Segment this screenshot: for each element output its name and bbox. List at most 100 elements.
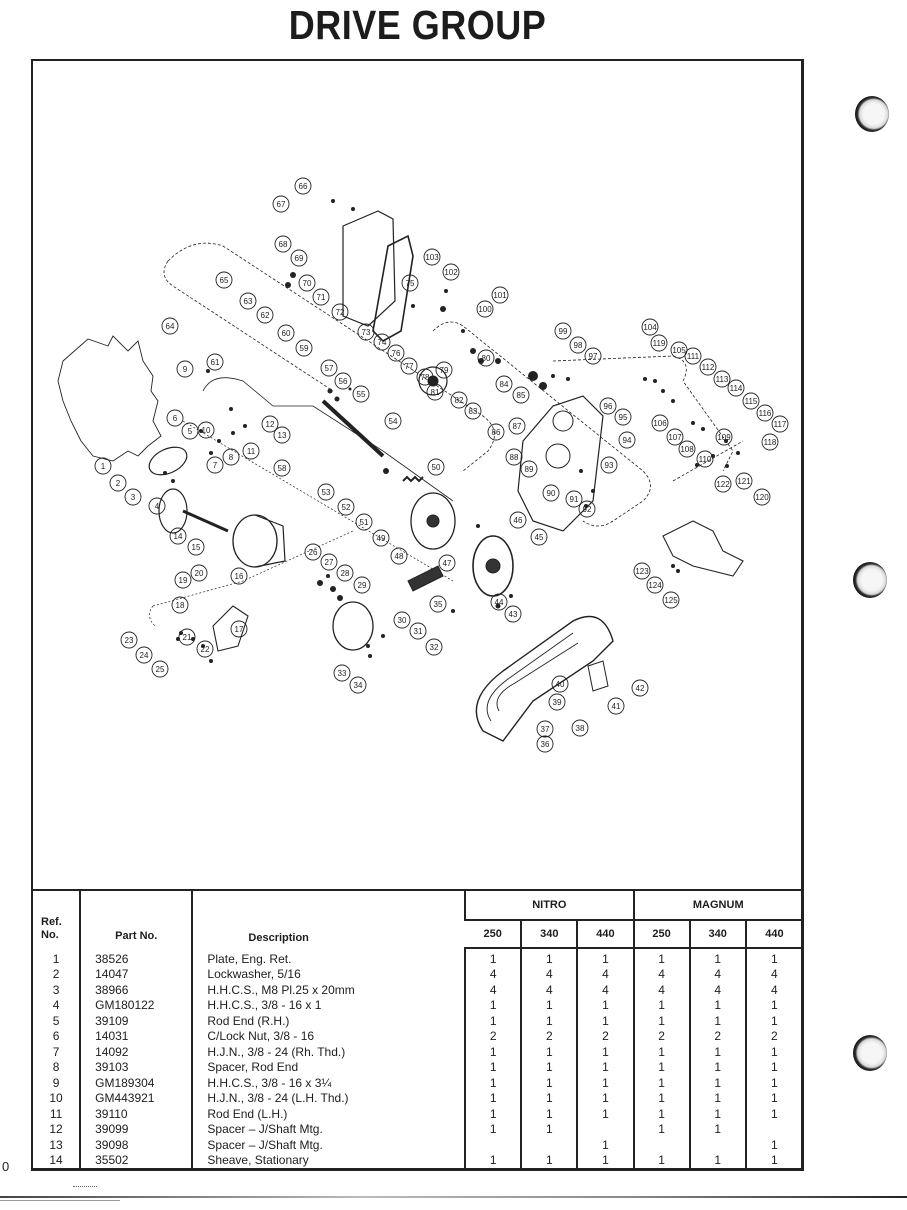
- cell-magnum-250: 1: [632, 1013, 690, 1029]
- cell-magnum-250: 1: [632, 1091, 690, 1107]
- svg-text:103: 103: [425, 253, 439, 262]
- svg-text:22: 22: [201, 645, 210, 654]
- cell-nitro-440: 1: [576, 948, 634, 967]
- svg-text:67: 67: [277, 200, 286, 209]
- header-magnum-440: 440: [744, 920, 802, 949]
- svg-text:40: 40: [556, 680, 565, 689]
- svg-text:100: 100: [478, 305, 492, 314]
- svg-text:30: 30: [398, 616, 407, 625]
- cell-ref-no: 7: [52, 1044, 60, 1059]
- svg-text:61: 61: [211, 358, 220, 367]
- cell-nitro-440: 4: [576, 982, 634, 998]
- cell-magnum-440: 4: [744, 982, 802, 998]
- cell-nitro-340: 1: [520, 998, 578, 1014]
- cell-part-no: GM189304: [79, 1075, 193, 1091]
- page-title: DRIVE GROUP: [288, 2, 547, 48]
- cell-description: H.H.C.S., 3/8 - 16 x 1: [191, 998, 466, 1014]
- cell-magnum-340: 1: [688, 1106, 746, 1122]
- cell-magnum-250: 1: [632, 998, 690, 1014]
- svg-text:42: 42: [636, 684, 645, 693]
- svg-text:105: 105: [672, 346, 686, 355]
- svg-text:97: 97: [589, 352, 598, 361]
- svg-text:120: 120: [755, 493, 769, 502]
- svg-text:53: 53: [322, 488, 331, 497]
- cell-description: Plate, Eng. Ret.: [191, 948, 466, 967]
- cell-part-no: 39110: [79, 1106, 193, 1122]
- cell-nitro-340: 1: [520, 948, 578, 967]
- cell-nitro-440: 1: [576, 1106, 634, 1122]
- cell-magnum-340: 1: [688, 1060, 746, 1076]
- cell-nitro-340: 1: [520, 1044, 578, 1060]
- svg-text:116: 116: [759, 409, 772, 418]
- cell-nitro-440: [576, 1122, 634, 1138]
- svg-text:1: 1: [101, 462, 106, 471]
- svg-text:64: 64: [166, 322, 175, 331]
- cell-magnum-340: 1: [688, 1122, 746, 1138]
- cell-magnum-440: 1: [744, 1013, 802, 1029]
- svg-text:71: 71: [317, 293, 326, 302]
- svg-text:70: 70: [303, 279, 312, 288]
- svg-text:111: 111: [687, 352, 700, 361]
- svg-text:13: 13: [278, 431, 287, 440]
- cell-magnum-440: 1: [744, 1106, 802, 1122]
- svg-text:82: 82: [455, 396, 464, 405]
- cell-magnum-250: 1: [632, 1106, 690, 1122]
- cell-nitro-340: 4: [520, 967, 578, 983]
- callout-bubbles: 1 2 3 4 5 6 7 8 9 10 11 12 13 14 15 16 1…: [94, 177, 789, 753]
- cell-part-no: GM180122: [79, 998, 193, 1014]
- svg-text:21: 21: [183, 633, 192, 642]
- svg-text:15: 15: [192, 543, 201, 552]
- header-nitro-250: 250: [465, 920, 522, 949]
- cell-nitro-340: [520, 1137, 578, 1153]
- cell-ref-no: 8: [52, 1060, 60, 1075]
- svg-text:35: 35: [434, 600, 443, 609]
- svg-text:69: 69: [295, 254, 304, 263]
- svg-text:101: 101: [493, 291, 507, 300]
- svg-text:79: 79: [440, 366, 449, 375]
- svg-text:49: 49: [377, 534, 386, 543]
- cell-magnum-440: [744, 1122, 802, 1138]
- cell-magnum-440: 1: [744, 1153, 802, 1170]
- cell-magnum-340: 1: [688, 998, 746, 1014]
- svg-text:83: 83: [469, 407, 478, 416]
- cell-magnum-250: [632, 1137, 690, 1153]
- svg-text:72: 72: [336, 308, 345, 317]
- cell-description: Spacer – J/Shaft Mtg.: [191, 1137, 466, 1153]
- cell-nitro-340: 1: [520, 1153, 578, 1170]
- cell-part-no: 14092: [79, 1044, 193, 1060]
- cell-nitro-440: 1: [576, 1044, 634, 1060]
- svg-text:96: 96: [604, 402, 613, 411]
- svg-text:66: 66: [299, 182, 308, 191]
- svg-text:10: 10: [202, 426, 211, 435]
- svg-text:2: 2: [116, 479, 121, 488]
- cell-nitro-440: 1: [576, 1075, 634, 1091]
- svg-text:108: 108: [680, 445, 694, 454]
- cell-nitro-340: 1: [520, 1075, 578, 1091]
- margin-page-mark: 0: [2, 1159, 10, 1174]
- cell-part-no: GM443921: [79, 1091, 193, 1107]
- cell-nitro-250: 1: [464, 1122, 522, 1138]
- svg-text:52: 52: [342, 503, 351, 512]
- svg-text:60: 60: [282, 329, 291, 338]
- cell-magnum-250: 4: [632, 967, 690, 983]
- cell-nitro-250: [464, 1137, 522, 1153]
- svg-text:58: 58: [278, 464, 287, 473]
- svg-text:28: 28: [341, 569, 350, 578]
- svg-text:24: 24: [140, 651, 149, 660]
- svg-text:76: 76: [392, 349, 401, 358]
- svg-text:7: 7: [213, 461, 218, 470]
- svg-text:16: 16: [235, 572, 244, 581]
- svg-text:48: 48: [395, 552, 404, 561]
- cell-magnum-440: 1: [744, 948, 802, 967]
- cell-description: H.H.C.S., M8 Pl.25 x 20mm: [191, 982, 466, 998]
- svg-text:39: 39: [553, 698, 562, 707]
- cell-description: Lockwasher, 5/16: [191, 967, 466, 983]
- svg-text:6: 6: [173, 414, 178, 423]
- svg-text:63: 63: [244, 297, 253, 306]
- cell-ref-no: 12: [49, 1122, 63, 1137]
